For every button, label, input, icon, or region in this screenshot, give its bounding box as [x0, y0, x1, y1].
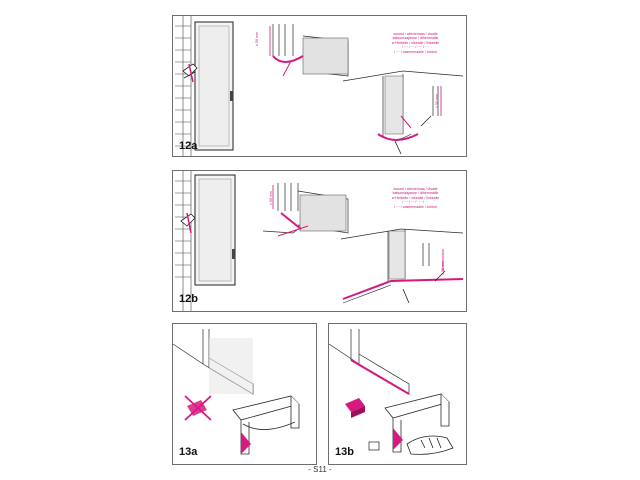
page-number: - S11 - — [308, 465, 332, 474]
panel-13b: 13b — [328, 323, 467, 465]
cross-out-icon — [184, 395, 212, 421]
step-label: 13b — [335, 446, 354, 458]
measurement-label: ± 50 mm — [435, 94, 439, 108]
measurement-label: ± 50 mm — [269, 191, 273, 205]
measurement-label: ± 50 mm — [441, 261, 445, 275]
panel-12a: 12a ± 50 mm ± 50 mm woorst / wievieimaa … — [172, 15, 467, 157]
illustration-12a — [175, 16, 464, 156]
illustration-12b — [175, 171, 464, 311]
step-label: 13a — [179, 446, 198, 458]
panel-13a: 13a — [172, 323, 317, 465]
panel-12b: 12b ± 50 mm ± 50 mm woorst / wievieimaa … — [172, 170, 467, 312]
step-label: 12b — [179, 293, 198, 305]
hand-icon — [406, 435, 454, 455]
direction-caption: woorst / wievieimaa / visalle katsomaaja… — [391, 32, 440, 54]
arrow-icon — [345, 398, 365, 418]
illustration-13a — [173, 329, 300, 455]
step-label: 12a — [179, 140, 198, 152]
measurement-label: ± 50 mm — [255, 32, 259, 46]
direction-caption: woorst / wievieimaa / visalle katsomaaja… — [391, 187, 440, 209]
illustration-13b — [329, 329, 454, 455]
